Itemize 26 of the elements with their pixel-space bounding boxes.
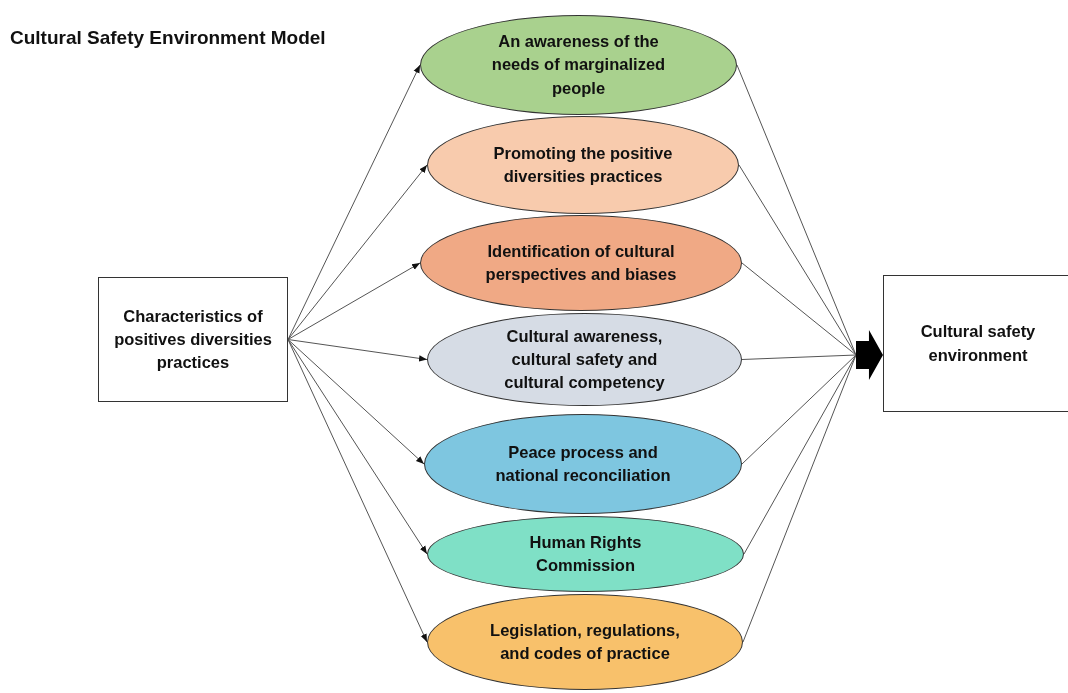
node-label: Identification of cultural perspectives and biases <box>484 240 678 285</box>
connector-line <box>738 164 857 356</box>
node-label: Peace process and national reconciliation <box>494 441 672 486</box>
arrow <box>287 339 428 555</box>
node-label: Legislation, regulations, and codes of practice <box>490 619 680 664</box>
connector-line <box>741 262 857 356</box>
arrow <box>287 164 428 340</box>
node-label: Promoting the positive diversities practices <box>492 142 674 187</box>
node-label: Characteristics of positives diversities practices <box>113 305 273 374</box>
connector-line <box>743 354 857 555</box>
connector-line <box>742 354 857 643</box>
node-label: Cultural safety environment <box>919 321 1037 366</box>
arrow <box>287 339 425 465</box>
node-label: Cultural awareness, cultural safety and cultural competency <box>503 325 666 394</box>
node-label: Human Rights Commission <box>528 531 643 576</box>
block-arrow <box>856 330 883 380</box>
process-box <box>883 275 1068 412</box>
connector-line <box>741 354 857 360</box>
diagram-title: Cultural Safety Environment Model <box>10 27 326 49</box>
arrow <box>287 262 421 340</box>
arrow <box>287 339 428 643</box>
arrow <box>287 339 428 362</box>
node-label: An awareness of the needs of marginalized people <box>490 31 667 99</box>
connector-line <box>741 354 857 465</box>
process-box <box>98 277 288 402</box>
arrow <box>287 64 421 340</box>
